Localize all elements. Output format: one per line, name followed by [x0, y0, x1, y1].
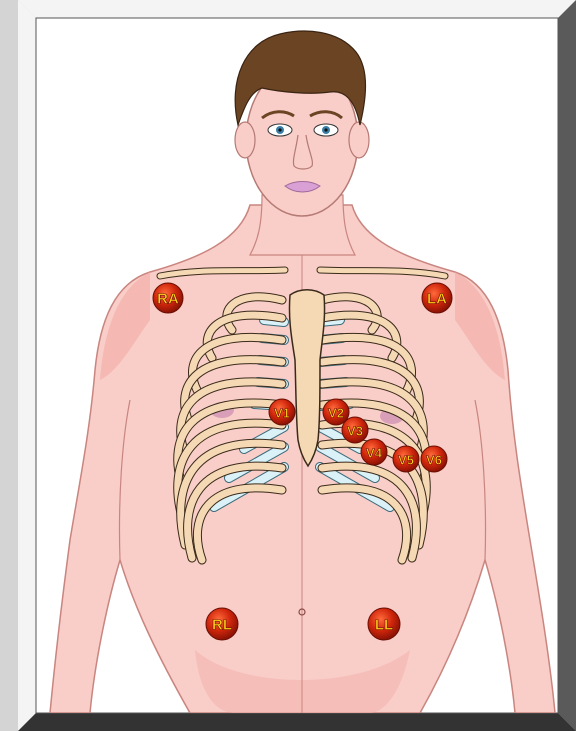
left-pupil [324, 128, 327, 131]
electrode-label: LL [375, 617, 393, 634]
frame-left-bevel [18, 0, 36, 731]
electrode-v1[interactable]: V1 [269, 399, 295, 425]
right-pupil [278, 128, 281, 131]
electrode-v5[interactable]: V5 [393, 446, 419, 472]
electrode-label: V6 [426, 453, 442, 468]
electrode-label: RL [212, 617, 232, 634]
electrode-v6[interactable]: V6 [421, 446, 447, 472]
electrode-ra[interactable]: RA [153, 283, 183, 313]
electrode-label: LA [427, 291, 447, 308]
electrode-label: V3 [347, 424, 363, 439]
electrode-label: RA [157, 291, 179, 308]
right-ear [235, 122, 255, 158]
electrode-label: V4 [366, 446, 383, 461]
left-ear [349, 122, 369, 158]
electrode-rl[interactable]: RL [206, 608, 238, 640]
electrode-la[interactable]: LA [422, 283, 452, 313]
frame-right-bevel [558, 0, 576, 731]
electrode-label: V2 [328, 406, 344, 421]
electrode-label: V5 [398, 453, 414, 468]
electrode-v3[interactable]: V3 [342, 417, 368, 443]
electrode-v4[interactable]: V4 [361, 439, 387, 465]
frame-top-bevel [18, 0, 576, 18]
electrode-ll[interactable]: LL [368, 608, 400, 640]
electrode-label: V1 [274, 406, 290, 421]
frame-bottom-bevel [18, 713, 576, 731]
